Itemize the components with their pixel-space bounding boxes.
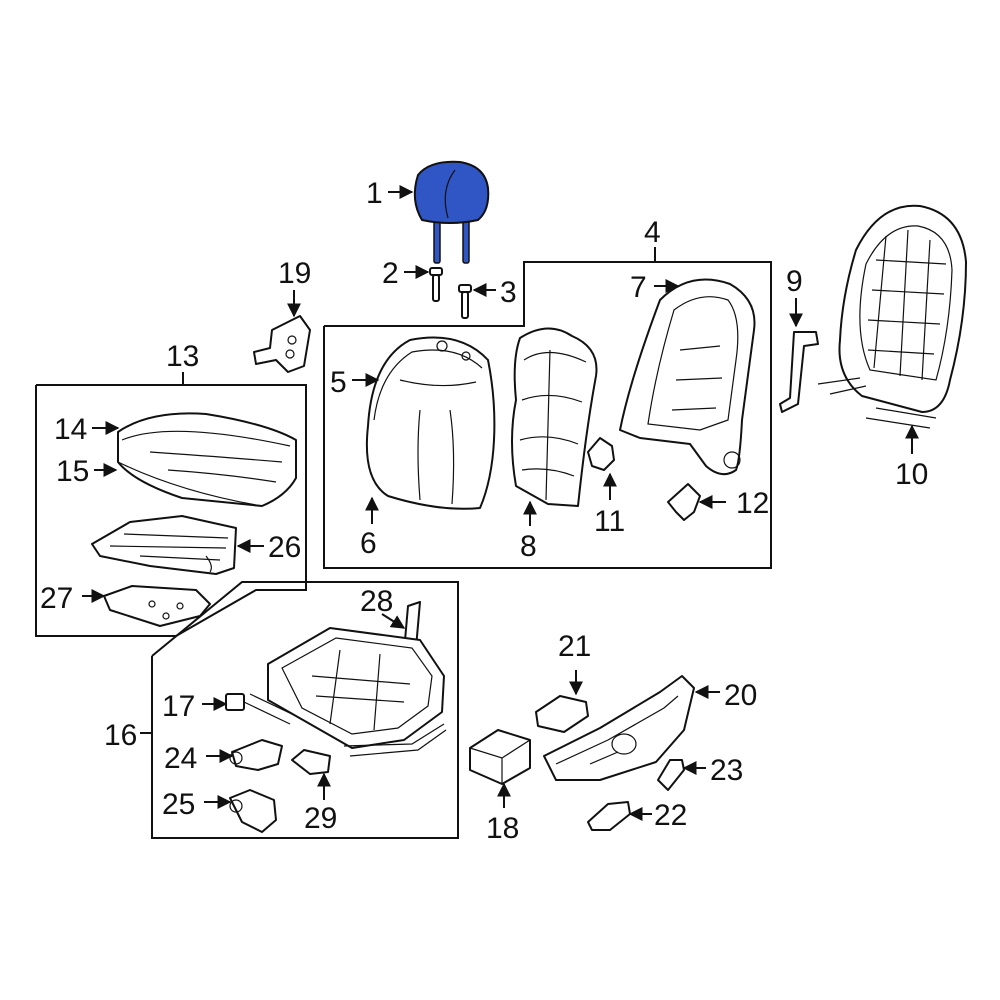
callout-10: 10 bbox=[895, 458, 928, 491]
motor-24[interactable] bbox=[229, 739, 283, 771]
callout-4: 4 bbox=[644, 216, 661, 249]
callout-28: 28 bbox=[360, 585, 393, 618]
callout-29: 29 bbox=[304, 802, 337, 835]
motor-25[interactable] bbox=[229, 789, 277, 833]
group-box-13 bbox=[35, 372, 307, 637]
bracket-19[interactable] bbox=[253, 315, 311, 373]
callout-23: 23 bbox=[710, 754, 743, 787]
module-18[interactable] bbox=[469, 729, 531, 785]
group-box-16 bbox=[140, 581, 459, 839]
leader-arrows bbox=[82, 185, 919, 821]
callout-19: 19 bbox=[278, 257, 311, 290]
callout-7: 7 bbox=[630, 271, 647, 304]
back-panel-10[interactable] bbox=[817, 204, 967, 429]
callout-1: 1 bbox=[366, 177, 383, 210]
callout-22: 22 bbox=[654, 799, 687, 832]
seat-track[interactable] bbox=[243, 627, 447, 757]
callout-21: 21 bbox=[558, 630, 591, 663]
switch-17[interactable] bbox=[225, 693, 245, 711]
seat-cushion-cover[interactable] bbox=[117, 412, 297, 507]
knob-23[interactable] bbox=[657, 759, 685, 791]
callout-15: 15 bbox=[56, 455, 89, 488]
callout-5: 5 bbox=[330, 366, 347, 399]
seatback-pad-8[interactable] bbox=[511, 327, 598, 507]
seatback-frame-7[interactable] bbox=[619, 278, 756, 476]
callout-2: 2 bbox=[382, 257, 399, 290]
headrest-cushion bbox=[413, 160, 490, 224]
callout-18: 18 bbox=[486, 812, 519, 845]
headrest[interactable] bbox=[413, 160, 490, 264]
clip-12[interactable] bbox=[667, 483, 701, 521]
callout-24: 24 bbox=[164, 742, 197, 775]
guide-pin-3[interactable] bbox=[458, 284, 472, 319]
switch-21[interactable] bbox=[535, 695, 589, 733]
clip-11[interactable] bbox=[587, 437, 615, 471]
plate-27[interactable] bbox=[103, 585, 211, 627]
knob-22[interactable] bbox=[587, 801, 631, 831]
callout-17: 17 bbox=[162, 690, 195, 723]
callout-6: 6 bbox=[360, 527, 377, 560]
callout-27: 27 bbox=[40, 582, 73, 615]
callout-20: 20 bbox=[724, 679, 757, 712]
rail-9[interactable] bbox=[779, 331, 819, 413]
callout-14: 14 bbox=[54, 413, 87, 446]
seatback-cover[interactable] bbox=[365, 336, 496, 510]
bracket-29[interactable] bbox=[291, 749, 331, 775]
callout-16: 16 bbox=[104, 719, 137, 752]
callout-25: 25 bbox=[162, 788, 195, 821]
callout-9: 9 bbox=[786, 265, 803, 298]
guide-pin-2[interactable] bbox=[429, 267, 443, 302]
seat-heater-26[interactable] bbox=[91, 515, 237, 575]
group-box-4 bbox=[323, 247, 772, 569]
callout-26: 26 bbox=[268, 531, 301, 564]
callout-8: 8 bbox=[520, 530, 537, 563]
side-trim-20[interactable] bbox=[543, 675, 695, 781]
callout-labels: 1 2 3 4 5 6 7 8 9 10 11 12 13 14 15 16 1… bbox=[40, 177, 928, 845]
callout-3: 3 bbox=[500, 276, 517, 309]
callout-12: 12 bbox=[736, 487, 769, 520]
callout-11: 11 bbox=[594, 505, 625, 538]
callout-13: 13 bbox=[166, 340, 199, 373]
